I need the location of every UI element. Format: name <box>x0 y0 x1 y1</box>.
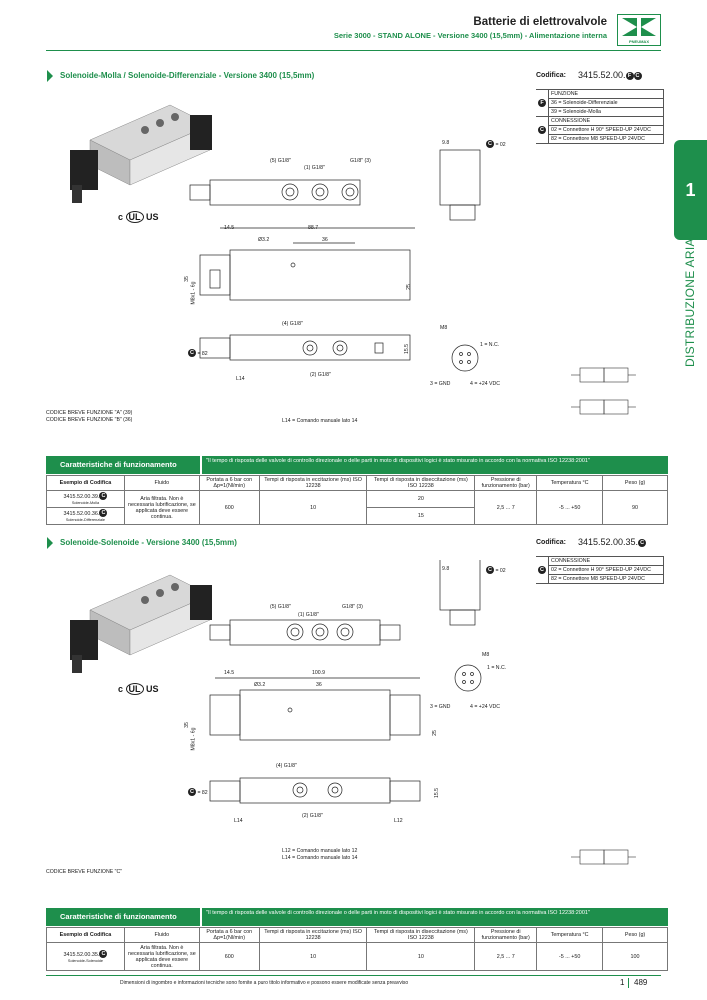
l14-comment-2: L14 = Comando manuale lato 14 <box>282 855 358 861</box>
dim-m8: M8x1 - 6g <box>190 281 197 305</box>
pneumatic-symbol-2 <box>571 849 636 865</box>
ul-mark-2: c UL US <box>118 683 159 695</box>
dim2-m8: M8x1 - 6g <box>190 727 197 751</box>
port-5-label: (5) G1/8" <box>270 158 291 164</box>
page-title: Batterie di elettrovalvole <box>473 16 607 28</box>
pin1-label: 1 = N.C. <box>480 342 500 348</box>
pin3-label-2: 3 = GND <box>430 704 451 710</box>
conn-02-label: C = 02 <box>486 140 506 148</box>
valve-photo-1 <box>70 104 212 203</box>
table1-note: "Il tempo di risposta delle valvole di c… <box>202 456 668 474</box>
logo-text: PNEUMAX <box>628 39 649 44</box>
dim-36: 36 <box>322 237 328 243</box>
page-subtitle: Serie 3000 - STAND ALONE - Versione 3400… <box>333 31 607 40</box>
section2-codifica-value: 3415.52.00.35.C <box>578 537 647 547</box>
dim-9-8: 9.8 <box>442 140 450 146</box>
chapter-label: DISTRIBUZIONE ARIA <box>683 238 697 367</box>
dim2-25: 25 <box>431 730 438 736</box>
code-c: CODICE BREVE FUNZIONE "C" <box>46 869 123 875</box>
pin3-label: 3 = GND <box>430 381 451 387</box>
page-number: 489 <box>634 978 648 987</box>
dim2-9-8: 9.8 <box>442 566 450 572</box>
conn2-82-label: C = 82 <box>188 788 208 796</box>
section2-title: Solenoide-Solenoide - Versione 3400 (15,… <box>60 538 237 547</box>
dim2-dia: Ø3.2 <box>254 682 266 688</box>
port2-2-label: (2) G1/8" <box>302 813 323 819</box>
table2-note: "Il tempo di risposta delle valvole di c… <box>202 908 668 926</box>
dim-14-5: 14.5 <box>224 225 235 231</box>
section1-arrow-icon <box>47 70 53 82</box>
section2-drawings <box>209 560 482 804</box>
dim-dia: Ø3.2 <box>258 237 270 243</box>
dim2-15-5: 15.5 <box>434 787 441 799</box>
dim2-35: 35 <box>183 722 190 728</box>
header-divider <box>46 50 661 51</box>
code-a: CODICE BREVE FUNZIONE "A" (39) <box>46 410 133 416</box>
code-b: CODICE BREVE FUNZIONE "B" (36) <box>46 417 133 423</box>
port-1-label: (1) G1/8" <box>304 165 325 171</box>
l14-label-2: L14 <box>234 818 243 824</box>
footer-disclaimer: Dimensioni di ingombro e informazioni te… <box>120 980 409 986</box>
dim-35: 35 <box>183 276 190 282</box>
chapter-number: 1 <box>685 180 696 200</box>
chapter-number-footer: 1 <box>620 978 625 987</box>
m8-conn-label-2: M8 <box>482 652 490 658</box>
footer-divider <box>46 975 661 976</box>
l14-label: L14 <box>236 376 245 382</box>
dim-25: 25 <box>405 284 412 290</box>
l14-comment: L14 = Comando manuale lato 14 <box>282 418 358 424</box>
section1-drawings <box>189 149 481 372</box>
dim2-36: 36 <box>316 682 322 688</box>
port2-4-label: (4) G1/8" <box>276 763 297 769</box>
table2-header: Caratteristiche di funzionamento <box>46 908 200 926</box>
table1: Esempio di Codifica Fluido Portata a 6 b… <box>46 475 668 525</box>
ul-mark-1: c UL US <box>118 211 159 223</box>
m8-conn-label: M8 <box>440 325 448 331</box>
dim2-14-5: 14.5 <box>224 670 235 676</box>
port2-1-label: (1) G1/8" <box>298 612 319 618</box>
valve-photo-2 <box>70 574 212 673</box>
pin4-label: 4 = +24 VDC <box>470 381 500 387</box>
port-3-label: G1/8" (3) <box>350 158 371 164</box>
brand-logo: PNEUMAX <box>617 14 661 46</box>
port-4-label: (4) G1/8" <box>282 321 303 327</box>
l12-label: L12 <box>394 818 403 824</box>
l12-comment: L12 = Comando manuale lato 12 <box>282 848 358 854</box>
chapter-tab <box>674 140 707 240</box>
dim-88-7: 88.7 <box>308 225 319 231</box>
dim-15-5: 15.5 <box>404 343 411 355</box>
section1-codifica-label: Codifica: <box>536 72 566 79</box>
pin4-label-2: 4 = +24 VDC <box>470 704 500 710</box>
table2: Esempio di Codifica Fluido Portata a 6 b… <box>46 927 668 971</box>
table1-header: Caratteristiche di funzionamento <box>46 456 200 474</box>
page-number-divider <box>628 978 629 988</box>
port2-3-label: G1/8" (3) <box>342 604 363 610</box>
pneumatic-symbols-1 <box>571 367 636 415</box>
section2-codifica-label: Codifica: <box>536 539 566 546</box>
section1-title: Solenoide-Molla / Solenoide-Differenzial… <box>60 71 315 80</box>
port-2-label: (2) G1/8" <box>310 372 331 378</box>
section2-arrow-icon <box>47 537 53 549</box>
port2-5-label: (5) G1/8" <box>270 604 291 610</box>
conn-82-label: C = 82 <box>188 349 208 357</box>
dim2-100-9: 100.9 <box>312 670 325 676</box>
conn2-02-label: C = 02 <box>486 566 506 574</box>
pin1-label-2: 1 = N.C. <box>487 665 507 671</box>
